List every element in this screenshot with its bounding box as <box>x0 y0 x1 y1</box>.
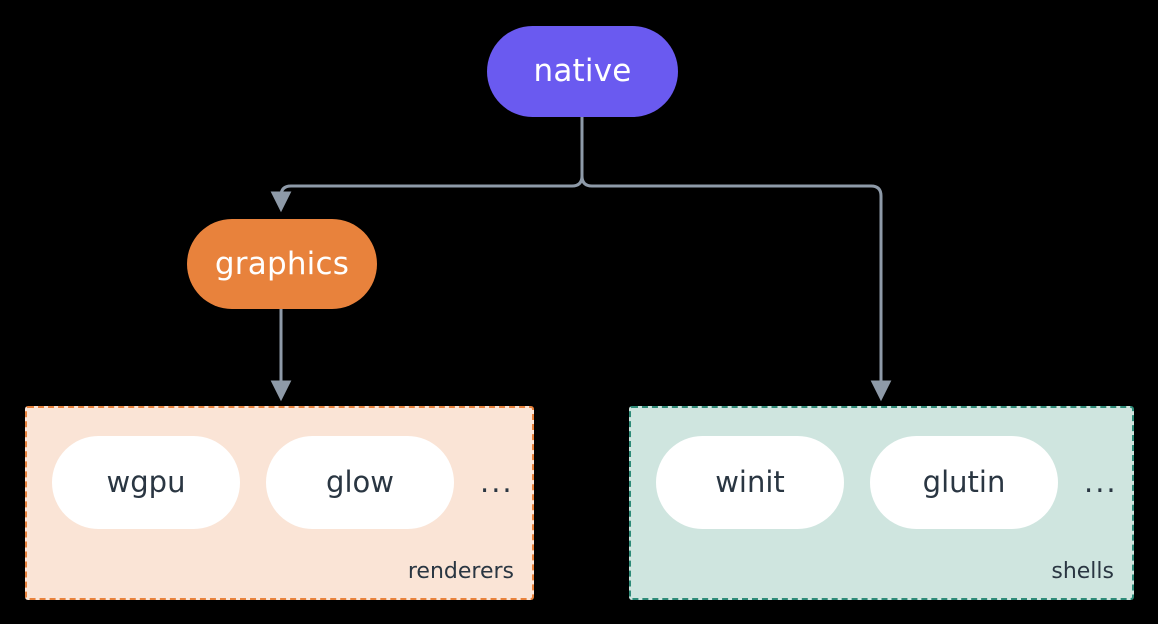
group-shells: winit glutin ... shells <box>629 406 1134 600</box>
edge-native-to-shells <box>580 115 892 402</box>
node-graphics[interactable]: graphics <box>187 219 377 309</box>
group-renderers-items: wgpu glow ... <box>52 436 514 529</box>
group-renderers: wgpu glow ... renderers <box>25 406 534 600</box>
group-shells-caption: shells <box>1051 559 1114 584</box>
pill-glutin-label: glutin <box>922 465 1006 499</box>
pill-winit-label: winit <box>715 465 785 499</box>
edge-native-to-graphics <box>270 115 584 213</box>
pill-winit[interactable]: winit <box>656 436 844 529</box>
shells-overflow-ellipsis: ... <box>1084 465 1118 499</box>
pill-glutin[interactable]: glutin <box>870 436 1058 529</box>
node-native[interactable]: native <box>487 26 678 117</box>
pill-wgpu-label: wgpu <box>106 465 186 499</box>
pill-glow-label: glow <box>326 465 394 499</box>
group-renderers-caption: renderers <box>407 559 514 584</box>
node-native-label: native <box>533 53 632 89</box>
node-graphics-label: graphics <box>214 245 350 282</box>
pill-glow[interactable]: glow <box>266 436 454 529</box>
group-shells-items: winit glutin ... <box>656 436 1118 529</box>
renderers-overflow-ellipsis: ... <box>480 465 514 499</box>
pill-wgpu[interactable]: wgpu <box>52 436 240 529</box>
